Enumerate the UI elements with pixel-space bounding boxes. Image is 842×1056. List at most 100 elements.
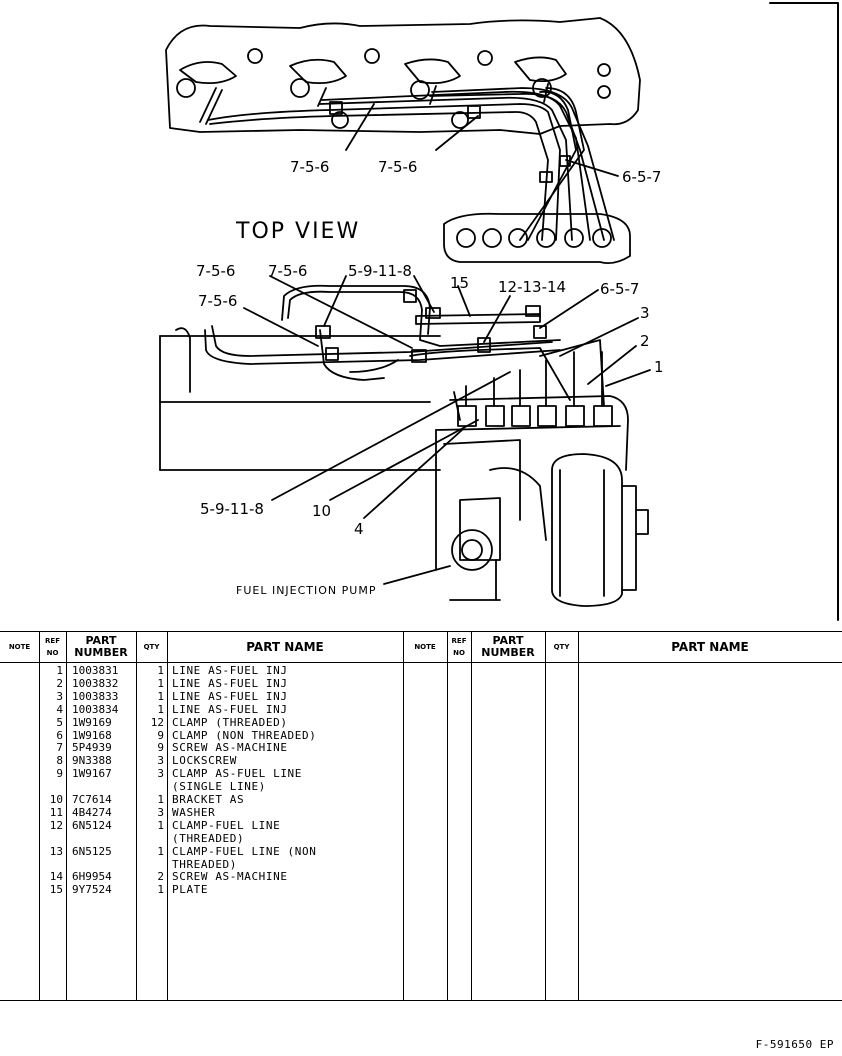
qty-cell: 1 (157, 793, 164, 806)
callout-mid-c: 5-9-11-8 (348, 262, 412, 280)
column-divider (167, 632, 168, 1000)
table-row: (THREADED) (0, 832, 403, 845)
qty-cell: 3 (157, 754, 164, 768)
ref-no-cell: 9 (56, 767, 63, 781)
qty-cell: 9 (157, 728, 164, 742)
part-name-cell: CLAMP-FUEL LINE (172, 818, 281, 832)
part-name-cell: LINE AS-FUEL INJ (172, 702, 288, 716)
header-note: NOTE (8, 643, 31, 651)
part-name-cell: THREADED) (172, 857, 238, 871)
part-number-cell: 1W9167 (72, 767, 112, 781)
qty-cell: 1 (157, 676, 164, 690)
document-code: F-591650 EP (755, 1038, 834, 1051)
part-name-cell: LINE AS-FUEL INJ (172, 676, 288, 690)
column-divider (136, 632, 137, 1000)
ref-no-cell: 7 (56, 741, 63, 755)
top-view-title: TOP VIEW (235, 219, 360, 244)
ref-no-cell: 14 (49, 870, 63, 884)
table-row: 9 1W9167 3 CLAMP AS-FUEL LINE (0, 767, 403, 780)
part-number-cell: 6N5125 (72, 844, 112, 858)
ref-no-cell: 13 (49, 844, 63, 858)
table-row: 7 5P4939 9 SCREW AS-MACHINE (0, 741, 403, 754)
parts-table: NOTE REF NO PART NUMBER QTY PART NAME NO… (0, 631, 842, 1001)
callout-low-c: 4 (354, 520, 364, 538)
ref-no-cell: 11 (49, 805, 63, 819)
header-part-number-right: PART NUMBER (481, 634, 535, 659)
part-name-cell: LOCKSCREW (172, 754, 238, 768)
callout-top-b: 7-5-6 (378, 158, 417, 176)
ref-no-cell: 3 (56, 689, 63, 703)
ref-no-cell: 5 (56, 715, 63, 729)
part-number-cell: 1003832 (72, 676, 119, 690)
part-number-cell: 9N3388 (72, 754, 112, 768)
header-ref-no-right: REF NO (451, 637, 467, 657)
ref-no-cell: 10 (49, 793, 63, 806)
part-name-cell: PLATE (172, 883, 209, 897)
callout-top-a: 7-5-6 (290, 158, 329, 176)
table-row: THREADED) (0, 858, 403, 871)
header-part-name-right: PART NAME (671, 640, 749, 654)
qty-cell: 1 (157, 664, 164, 677)
column-divider (578, 632, 579, 1000)
part-name-cell: WASHER (172, 805, 216, 819)
part-name-cell: LINE AS-FUEL INJ (172, 664, 288, 677)
qty-cell: 3 (157, 805, 164, 819)
callout-ref-1: 1 (654, 358, 664, 376)
ref-no-cell: 8 (56, 754, 63, 768)
ref-no-cell: 1 (56, 664, 63, 677)
header-ref-no: REF NO (45, 637, 60, 657)
table-row: 11 4B4274 3 WASHER (0, 806, 403, 819)
column-divider (447, 632, 448, 1000)
callout-ref-3: 3 (640, 304, 650, 322)
header-qty-right: QTY (553, 643, 570, 651)
table-row: 12 6N5124 1 CLAMP-FUEL LINE (0, 819, 403, 832)
part-number-cell: 1003831 (72, 664, 119, 677)
part-number-cell: 6N5124 (72, 818, 112, 832)
callout-mid-g: 6-5-7 (600, 280, 639, 298)
ref-no-cell: 12 (49, 818, 63, 832)
column-divider (471, 632, 472, 1000)
table-row: (SINGLE LINE) (0, 780, 403, 793)
column-divider (66, 632, 67, 1000)
part-name-cell: CLAMP (NON THREADED) (172, 728, 317, 742)
part-name-cell: SCREW AS-MACHINE (172, 741, 288, 755)
qty-cell: 1 (157, 818, 164, 832)
callout-low-b: 10 (312, 502, 331, 520)
part-name-cell: SCREW AS-MACHINE (172, 870, 288, 884)
part-name-cell: CLAMP (THREADED) (172, 715, 288, 729)
callout-low-a: 5-9-11-8 (200, 500, 264, 518)
part-number-cell: 5P4939 (72, 741, 112, 755)
qty-cell: 3 (157, 767, 164, 781)
callout-mid-e: 15 (450, 274, 469, 292)
qty-cell: 1 (157, 844, 164, 858)
parts-diagram: 7-5-6 7-5-6 6-5-7 TOP VIEW 7-5-6 7-5-6 5… (159, 2, 839, 621)
ref-no-cell: 4 (56, 702, 63, 716)
part-name-cell: (THREADED) (172, 831, 245, 845)
ref-no-cell: 15 (49, 883, 63, 897)
qty-cell: 1 (157, 689, 164, 703)
callout-top-c: 6-5-7 (622, 168, 661, 186)
qty-cell: 1 (157, 702, 164, 716)
qty-cell: 9 (157, 741, 164, 755)
part-name-cell: BRACKET AS (172, 793, 245, 806)
callout-ref-2: 2 (640, 332, 650, 350)
part-name-cell: CLAMP AS-FUEL LINE (172, 767, 303, 781)
header-note-right: NOTE (414, 643, 436, 651)
fuel-injection-pump-label: FUEL INJECTION PUMP (236, 584, 376, 597)
table-row: 1 1003831 1 LINE AS-FUEL INJ (0, 664, 403, 677)
part-number-cell: 4B4274 (72, 805, 112, 819)
table-row: 3 1003833 1 LINE AS-FUEL INJ (0, 690, 403, 703)
part-name-cell: CLAMP-FUEL LINE (NON (172, 844, 317, 858)
callout-mid-d: 7-5-6 (198, 292, 237, 310)
callout-mid-a: 7-5-6 (196, 262, 235, 280)
part-name-cell: (SINGLE LINE) (172, 780, 266, 794)
part-number-cell: 1003833 (72, 689, 119, 703)
part-name-cell: LINE AS-FUEL INJ (172, 689, 288, 703)
engine-side-view (159, 284, 649, 607)
header-divider (0, 662, 842, 663)
